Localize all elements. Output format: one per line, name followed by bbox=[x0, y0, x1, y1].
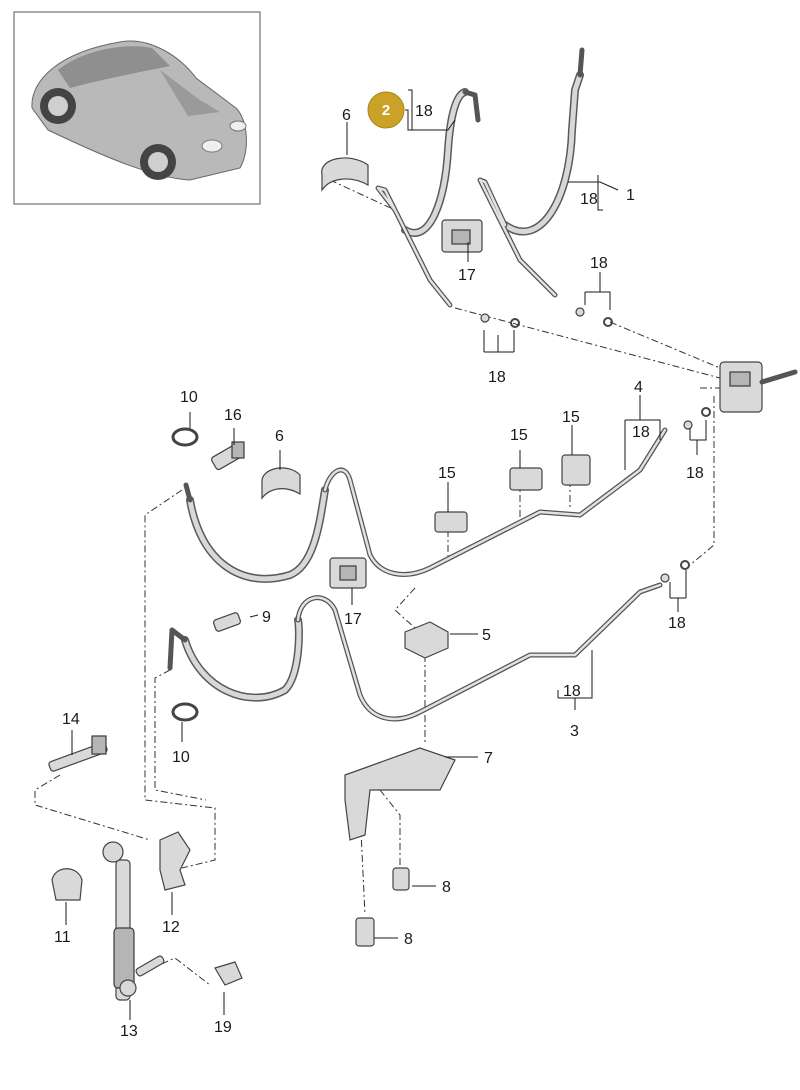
callout-13[interactable]: 13 bbox=[120, 1023, 138, 1040]
callout-2-18[interactable]: 18 bbox=[415, 103, 433, 120]
clip-6-middle[interactable] bbox=[261, 467, 301, 500]
o-ring-10-lower[interactable] bbox=[171, 702, 199, 722]
callout-15-c[interactable]: 15 bbox=[562, 409, 580, 426]
callout-17-middle[interactable]: 17 bbox=[344, 611, 362, 628]
brake-line-3[interactable] bbox=[167, 582, 663, 722]
bolt-14[interactable] bbox=[48, 735, 108, 772]
callout-18-top-right[interactable]: 18 bbox=[590, 255, 608, 272]
callout-18-top-left[interactable]: 18 bbox=[488, 369, 506, 386]
callout-16[interactable]: 16 bbox=[224, 407, 242, 424]
callout-9[interactable]: 9 bbox=[262, 609, 271, 626]
callout-4-18[interactable]: 18 bbox=[632, 424, 650, 441]
callout-3[interactable]: 3 bbox=[570, 723, 579, 740]
callout-18-middle-right[interactable]: 18 bbox=[686, 465, 704, 482]
clip-15-a[interactable] bbox=[434, 511, 468, 533]
brake-hose-upper-right[interactable] bbox=[477, 47, 585, 298]
distribution-block[interactable] bbox=[719, 361, 798, 413]
callout-1[interactable]: 1 bbox=[626, 187, 635, 204]
clip-15-b[interactable] bbox=[509, 467, 543, 491]
callout-15-b[interactable]: 15 bbox=[510, 427, 528, 444]
callout-11[interactable]: 11 bbox=[54, 929, 71, 946]
bolt-8-upper[interactable] bbox=[392, 867, 410, 891]
bracket-12[interactable] bbox=[159, 831, 191, 891]
highlight-badge-2[interactable]: 2 bbox=[367, 91, 405, 129]
clip-15-c[interactable] bbox=[561, 454, 591, 486]
callout-3-18[interactable]: 18 bbox=[563, 683, 581, 700]
callout-4[interactable]: 4 bbox=[634, 379, 643, 396]
bracket-7[interactable] bbox=[344, 747, 456, 841]
callout-labels: 1 18 3 18 4 18 5 6 6 7 8 8 9 10 10 11 12… bbox=[54, 103, 704, 1040]
callout-15-a[interactable]: 15 bbox=[438, 465, 456, 482]
vehicle-thumbnail[interactable] bbox=[13, 11, 261, 205]
callout-19[interactable]: 19 bbox=[214, 1019, 232, 1036]
callout-17-upper[interactable]: 17 bbox=[458, 267, 476, 284]
bushing-11[interactable] bbox=[51, 868, 83, 901]
brake-line-4[interactable] bbox=[183, 427, 668, 583]
leader-lines bbox=[65, 89, 707, 1020]
bushing-19[interactable] bbox=[214, 961, 243, 986]
callout-12[interactable]: 12 bbox=[162, 919, 180, 936]
brake-hose-upper-left[interactable] bbox=[375, 88, 481, 308]
callout-10-upper[interactable]: 10 bbox=[180, 389, 198, 406]
callout-8-upper[interactable]: 8 bbox=[442, 879, 451, 896]
bolt-9[interactable] bbox=[212, 612, 242, 632]
callout-18-lower-right[interactable]: 18 bbox=[668, 615, 686, 632]
callout-14[interactable]: 14 bbox=[62, 711, 80, 728]
bracket-17-middle[interactable] bbox=[329, 557, 367, 589]
callout-6-top[interactable]: 6 bbox=[342, 107, 351, 124]
seal-18-set[interactable] bbox=[480, 307, 711, 583]
level-sensor-13[interactable] bbox=[102, 841, 165, 1001]
callout-7[interactable]: 7 bbox=[484, 750, 493, 767]
o-ring-10-upper[interactable] bbox=[171, 427, 199, 447]
car-icon bbox=[31, 40, 247, 181]
callout-10-lower[interactable]: 10 bbox=[172, 749, 190, 766]
clip-6-upper[interactable] bbox=[321, 157, 369, 192]
bolt-8-lower[interactable] bbox=[355, 917, 375, 947]
assembly-lines bbox=[34, 179, 728, 986]
highlight-number: 2 bbox=[382, 102, 390, 119]
holder-5[interactable] bbox=[404, 621, 449, 659]
callout-5[interactable]: 5 bbox=[482, 627, 491, 644]
bolt-16[interactable] bbox=[211, 441, 245, 471]
bracket-17-upper[interactable] bbox=[441, 219, 483, 253]
callout-6-middle[interactable]: 6 bbox=[275, 428, 284, 445]
callout-8-lower[interactable]: 8 bbox=[404, 931, 413, 948]
callout-1-18[interactable]: 18 bbox=[580, 191, 598, 208]
